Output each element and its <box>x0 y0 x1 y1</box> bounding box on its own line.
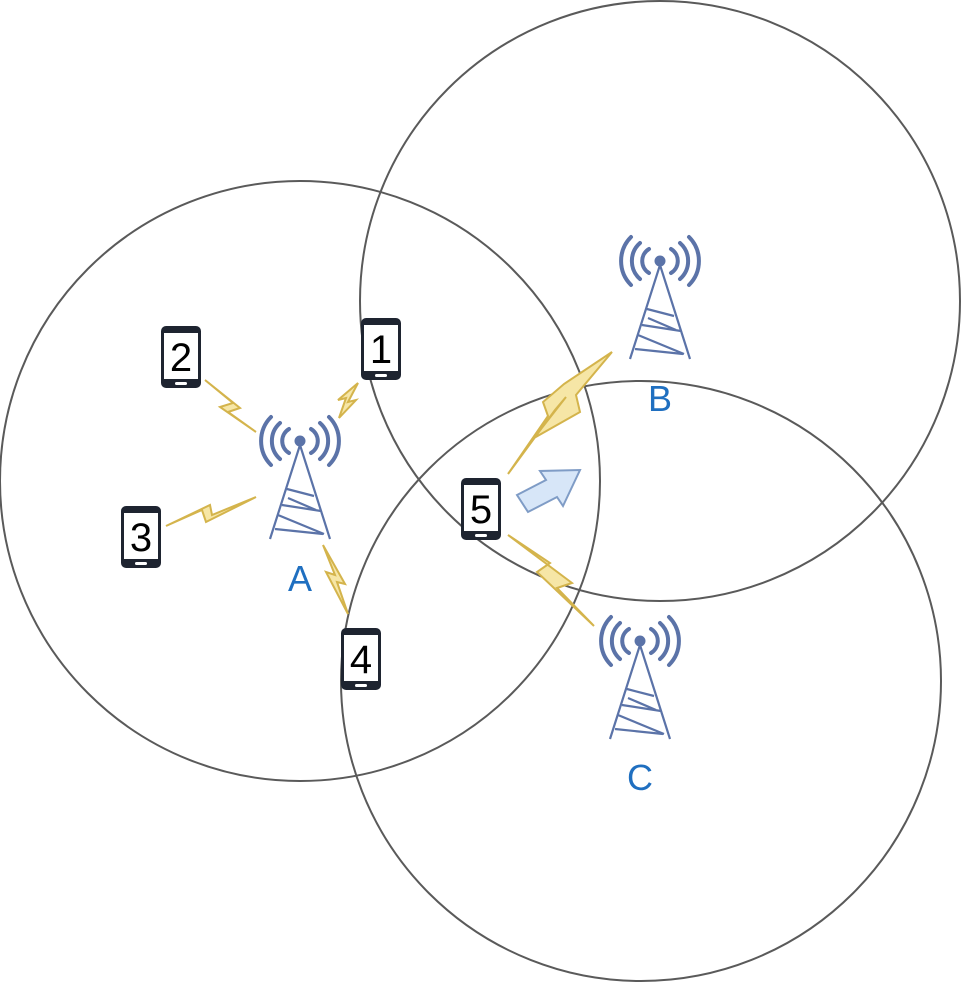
cell-tower-icon <box>599 615 681 741</box>
movement-arrow-icon <box>515 468 582 514</box>
phone-label-1: 1 <box>370 328 392 372</box>
coverage-area-b <box>359 0 961 602</box>
lightning-bolt-icon <box>337 382 360 419</box>
phone-1: 1 <box>361 318 401 380</box>
tower-label-c: C <box>627 757 653 798</box>
lightning-bolt-icon <box>165 496 257 527</box>
coverage-area-c <box>340 380 942 982</box>
tower-label-a: A <box>288 558 312 599</box>
phone-2: 2 <box>161 326 201 388</box>
lightning-bolt-icon <box>204 379 257 433</box>
phone-4: 4 <box>341 628 381 690</box>
lightning-bolt-icon <box>507 351 613 475</box>
phone-label-2: 2 <box>170 336 192 380</box>
phone-label-3: 3 <box>130 516 152 560</box>
cell-tower-icon <box>259 415 341 541</box>
phone-5: 5 <box>461 478 501 540</box>
tower-c <box>599 615 681 741</box>
tower-label-b: B <box>648 378 672 419</box>
lightning-bolt-icon <box>322 544 349 615</box>
signal-links <box>165 351 613 627</box>
lightning-bolt-icon <box>507 534 595 627</box>
phone-3: 3 <box>121 506 161 568</box>
cell-tower-icon <box>619 235 701 361</box>
phone-label-4: 4 <box>350 638 372 682</box>
phone-label-5: 5 <box>470 488 492 532</box>
tower-a <box>259 415 341 541</box>
coverage-area-a <box>0 180 601 782</box>
tower-b <box>619 235 701 361</box>
